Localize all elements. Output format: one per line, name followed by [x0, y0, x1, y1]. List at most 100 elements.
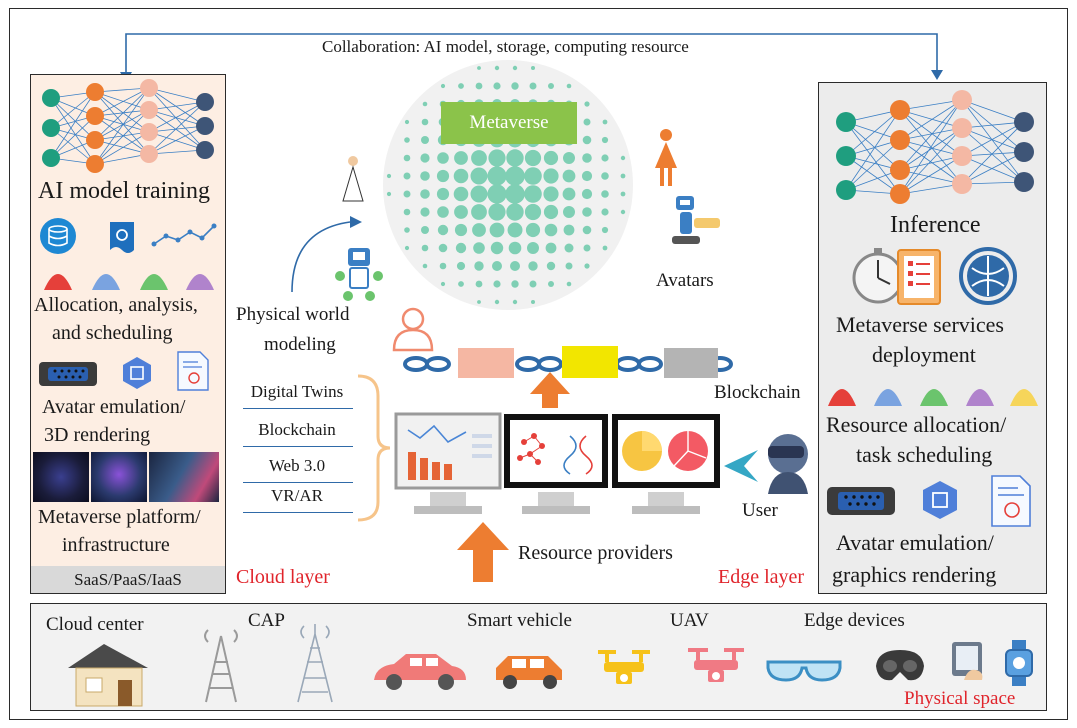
sphere-dot	[403, 154, 411, 162]
sphere-dot	[583, 118, 591, 126]
blockchain-label: Blockchain	[714, 382, 801, 403]
sphere-dot	[477, 66, 481, 70]
robot-avatar-icon	[672, 196, 720, 244]
network-globe-icon	[959, 247, 1017, 305]
sphere-dot	[524, 149, 542, 167]
sphere-dot	[601, 136, 609, 144]
sphere-dot	[454, 151, 468, 165]
sphere-dot	[506, 149, 524, 167]
sphere-dot	[525, 222, 541, 238]
sphere-dot	[493, 82, 501, 90]
sphere-dot	[531, 66, 535, 70]
sphere-dot	[581, 170, 593, 182]
sphere-dot	[454, 205, 468, 219]
vga-connector-icon-right	[827, 487, 895, 515]
sphere-dot	[473, 242, 485, 254]
sphere-dot	[488, 149, 506, 167]
sphere-dot	[529, 280, 537, 288]
sphere-dot	[548, 83, 554, 89]
sphere-dot	[470, 167, 488, 185]
sphere-dot	[581, 188, 593, 200]
resource-provider-monitors	[394, 412, 720, 514]
sphere-dot	[566, 83, 572, 89]
cap-tower-icon-1	[204, 629, 238, 703]
inference-label: Inference	[890, 212, 981, 238]
sphere-dot	[544, 223, 558, 237]
cap-tower-icon-2	[297, 624, 333, 703]
stopwatch-checklist-icon	[852, 248, 941, 305]
cloud-center-house-icon	[68, 644, 148, 707]
smart-vehicle-label: Smart vehicle	[467, 610, 572, 631]
sphere-dot	[422, 263, 428, 269]
sphere-dot	[420, 189, 430, 199]
vr-headset-icon	[876, 650, 924, 681]
sphere-dot	[508, 241, 522, 255]
gpu-chip-icon-left	[123, 357, 151, 389]
sphere-dot	[524, 167, 542, 185]
sphere-dot	[582, 135, 592, 145]
sphere-dot	[477, 300, 481, 304]
neural-network-icon-right	[836, 90, 1034, 204]
sphere-dot	[510, 261, 520, 271]
resource-pyramid-icons-right	[828, 389, 1038, 406]
sphere-dot	[524, 185, 542, 203]
sphere-dot	[455, 242, 467, 254]
vga-connector-icon-left	[39, 362, 97, 386]
sphere-dot	[489, 222, 505, 238]
sphere-dot	[439, 262, 447, 270]
sphere-dot	[456, 261, 466, 271]
sphere-dot	[437, 206, 449, 218]
resource-provider-upload-arrow	[457, 522, 509, 582]
gpu-chip-icon-right	[923, 481, 957, 519]
user-direction-chevron	[724, 450, 758, 482]
sphere-dot	[474, 261, 484, 271]
sphere-dot	[438, 243, 448, 253]
sphere-dot	[404, 137, 410, 143]
user-outline-icon	[392, 307, 434, 352]
sphere-dot	[545, 242, 557, 254]
sphere-dot	[403, 172, 411, 180]
sphere-dot	[386, 191, 392, 197]
graphics-rendering-line2: graphics rendering	[832, 562, 997, 587]
collaboration-label: Collaboration: AI model, storage, comput…	[322, 37, 689, 56]
sphere-dot	[565, 262, 573, 270]
sphere-dot	[601, 226, 609, 234]
woman-avatar-icon	[655, 129, 677, 186]
neural-network-icon-left	[42, 79, 214, 173]
sphere-dot	[562, 187, 576, 201]
allocation-label-line1: Allocation, analysis,	[34, 294, 198, 316]
metaverse-sphere	[383, 60, 633, 310]
tech-divider-1	[243, 408, 353, 409]
sphere-dot	[458, 83, 464, 89]
tech-divider-3	[243, 482, 353, 483]
physical-world-modeling-line1: Physical world	[236, 304, 350, 325]
physical-world-modeling-line2: modeling	[264, 334, 336, 355]
sphere-dot	[524, 203, 542, 221]
sphere-dot	[506, 203, 524, 221]
tablet-hand-icon	[952, 642, 983, 680]
sphere-dot	[562, 169, 576, 183]
sphere-dot	[403, 190, 411, 198]
sphere-dot	[458, 281, 464, 287]
robot-icon-left	[335, 248, 383, 301]
platform-image-hologram	[91, 452, 147, 502]
sphere-background	[383, 60, 633, 310]
upload-arrow-to-blockchain	[530, 372, 570, 408]
sphere-dot	[421, 118, 429, 126]
sphere-dot	[566, 281, 572, 287]
graphics-rendering-line1: Avatar emulation/	[836, 530, 994, 555]
sphere-dot	[546, 261, 556, 271]
vr-user-avatar	[768, 434, 808, 494]
sphere-dot	[601, 190, 609, 198]
ai-model-training-label: AI model training	[38, 178, 210, 204]
sphere-dot	[507, 222, 523, 238]
sphere-dot	[564, 243, 574, 253]
sphere-dot	[583, 244, 591, 252]
smart-glasses-icon	[766, 660, 842, 682]
sphere-dot	[472, 223, 486, 237]
sphere-dot	[490, 241, 504, 255]
sphere-dot	[505, 166, 525, 186]
metaverse-box	[441, 102, 577, 144]
sphere-dot	[584, 263, 590, 269]
sphere-dot	[543, 150, 559, 166]
